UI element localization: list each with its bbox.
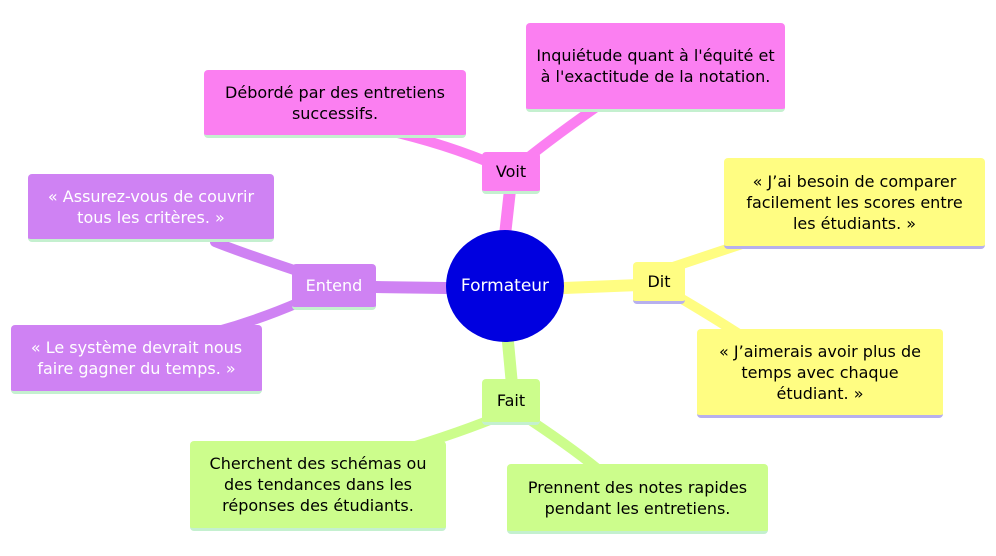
leaf-text: Inquiétude quant à l'équité et à l'exact… <box>536 46 775 86</box>
leaf-node-voit-inquietude: Inquiétude quant à l'équité et à l'exact… <box>526 23 785 112</box>
branch-node-dit: Dit <box>633 262 685 304</box>
leaf-text: Cherchent des schémas ou des tendances d… <box>209 454 427 515</box>
branch-node-fait: Fait <box>482 379 540 425</box>
center-node-label: Formateur <box>460 276 550 296</box>
branch-label-entend: Entend <box>305 276 363 295</box>
leaf-node-entend-criteres: « Assurez-vous de couvrir tous les critè… <box>28 174 274 242</box>
leaf-text: « Assurez-vous de couvrir tous les critè… <box>47 186 255 227</box>
connector-center-dit <box>558 279 646 294</box>
connector-center-fait <box>502 336 518 391</box>
branch-label-dit-text: Dit <box>647 272 671 291</box>
leaf-node-voit-debordé: Débordé par des entretiens successifs. <box>204 70 466 138</box>
connector-center-voit <box>499 184 516 241</box>
leaf-node-fait-schemas: Cherchent des schémas ou des tendances d… <box>190 441 446 531</box>
branch-label-fait: Fait <box>496 391 526 410</box>
leaf-text: « J’aimerais avoir plus de temps avec ch… <box>719 341 921 403</box>
leaf-text: Prennent des notes rapides pendant les e… <box>527 477 748 518</box>
branch-label-voit: Voit <box>495 162 527 181</box>
leaf-node-fait-notes: Prennent des notes rapides pendant les e… <box>507 464 768 534</box>
branch-node-entend: Entend <box>292 264 376 310</box>
leaf-text: « Le système devrait nous faire gagner d… <box>30 338 243 378</box>
leaf-node-dit-temps: « J’aimerais avoir plus de temps avec ch… <box>697 329 943 418</box>
branch-node-voit: Voit <box>482 152 540 194</box>
leaf-text: Débordé par des entretiens successifs. <box>225 82 445 123</box>
leaf-node-dit-comparer: « J’ai besoin de comparer facilement les… <box>724 158 985 249</box>
leaf-node-entend-systeme: « Le système devrait nous faire gagner d… <box>11 325 262 394</box>
leaf-text: « J’ai besoin de comparer facilement les… <box>746 171 963 233</box>
center-node-formateur: Formateur <box>446 230 564 342</box>
connector-center-entend <box>369 281 452 294</box>
connector-entend-criteres <box>210 237 305 277</box>
